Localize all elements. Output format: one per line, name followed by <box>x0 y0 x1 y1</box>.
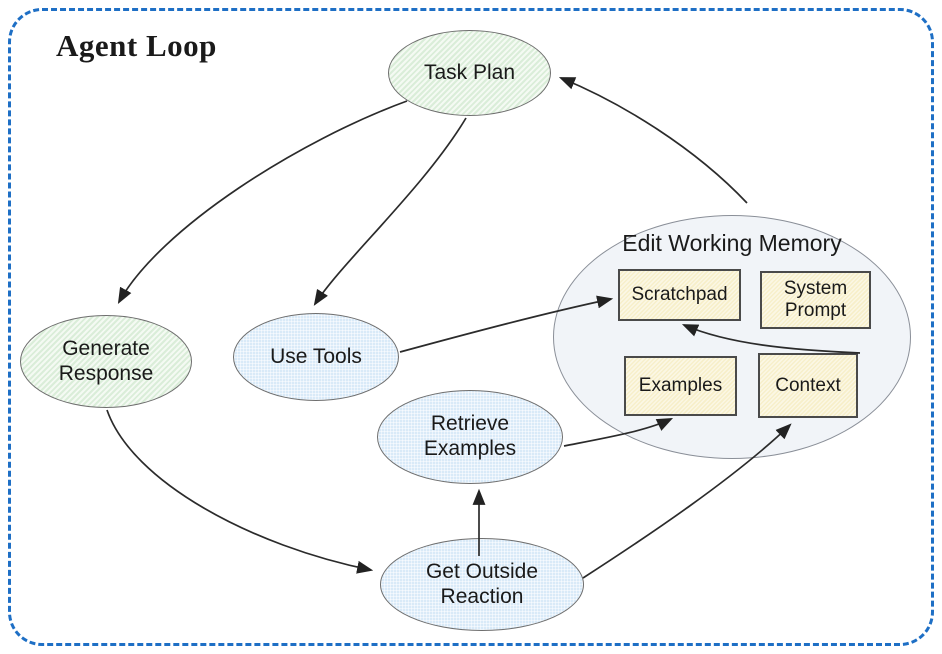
node-use-tools-label: Use Tools <box>270 344 362 368</box>
group-edit-working-memory-title: Edit Working Memory <box>622 230 842 256</box>
box-system-prompt-label: System Prompt <box>783 278 848 321</box>
box-context-label: Context <box>775 374 841 396</box>
dashed-border-frame <box>8 8 934 646</box>
box-system-prompt: System Prompt <box>760 271 871 329</box>
node-generate-response: Generate Response <box>20 315 192 408</box>
node-generate-response-label: Generate Response <box>58 336 154 385</box>
box-examples-label: Examples <box>638 375 723 397</box>
group-edit-working-memory: Edit Working Memory Scratchpad System Pr… <box>553 215 911 459</box>
box-examples: Examples <box>624 356 737 416</box>
node-task-plan: Task Plan <box>388 30 551 116</box>
box-scratchpad-label: Scratchpad <box>631 284 728 306</box>
node-task-plan-label: Task Plan <box>423 60 516 84</box>
node-get-outside-reaction: Get Outside Reaction <box>380 538 584 631</box>
box-scratchpad: Scratchpad <box>618 269 741 321</box>
diagram-title: Agent Loop <box>56 28 217 63</box>
node-retrieve-examples: Retrieve Examples <box>377 390 563 484</box>
node-retrieve-examples-label: Retrieve Examples <box>423 412 517 460</box>
box-context: Context <box>758 353 858 418</box>
node-use-tools: Use Tools <box>233 313 399 401</box>
node-get-outside-reaction-label: Get Outside Reaction <box>425 559 539 608</box>
